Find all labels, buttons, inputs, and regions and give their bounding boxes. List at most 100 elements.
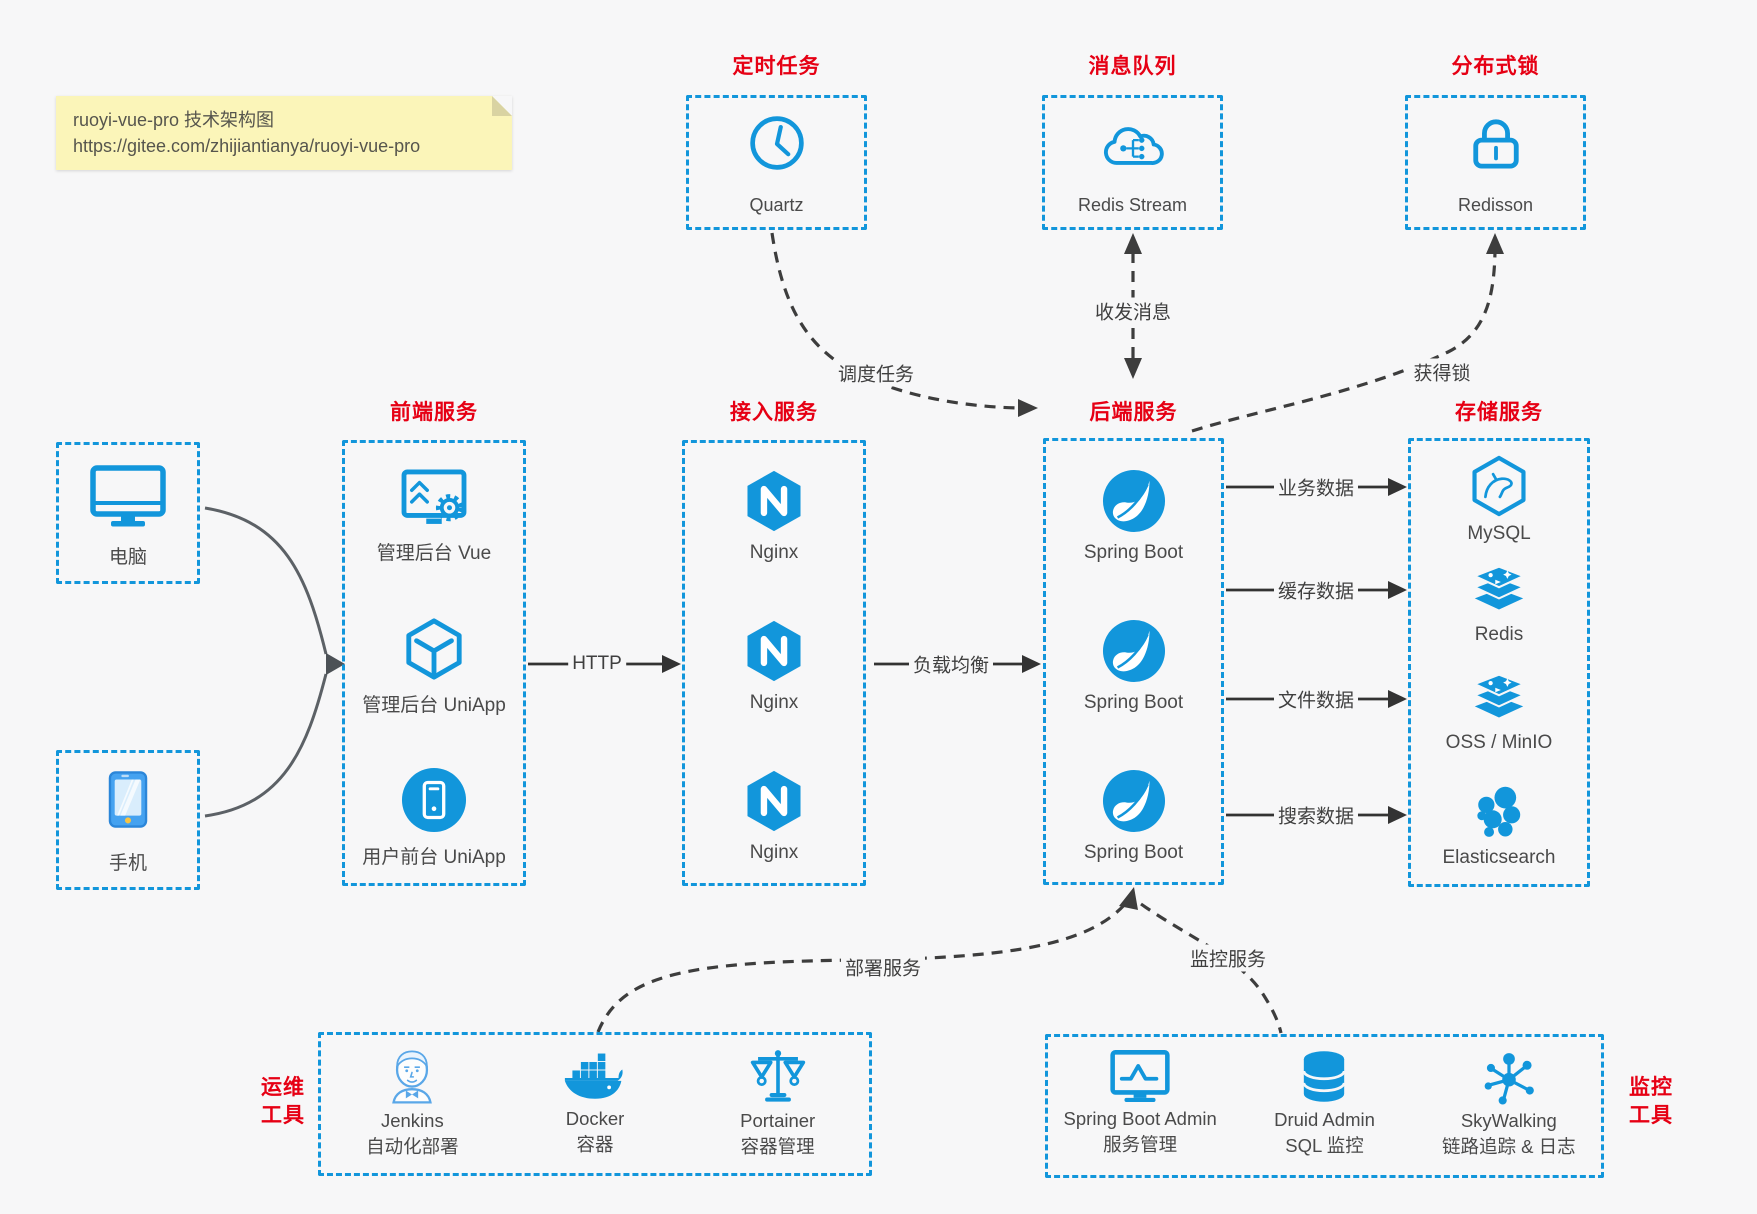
node-label: MySQL xyxy=(1467,523,1531,544)
node-label: Redisson xyxy=(1457,195,1534,215)
node-label: Nginx xyxy=(749,542,799,563)
group-box-scheduler: Quartz xyxy=(686,95,867,230)
node-label: Elasticsearch xyxy=(1442,847,1556,868)
node-user-uniapp: 用户前台 UniApp xyxy=(345,767,523,869)
node-label: Druid Admin xyxy=(1274,1109,1375,1130)
dashed-arrowheads xyxy=(1018,233,1504,910)
node-label: Portainer xyxy=(740,1110,816,1131)
title-scheduler: 定时任务 xyxy=(732,55,821,78)
node-label: SkyWalking xyxy=(1460,1110,1557,1131)
node-label: Spring Boot xyxy=(1083,842,1184,863)
edge-label-deploy-service: 部署服务 xyxy=(840,953,926,981)
nginx-icon xyxy=(744,619,804,683)
group-box-monitor: Spring Boot Admin 服务管理 Druid Admin SQL 监… xyxy=(1045,1034,1604,1178)
edge-label-cache-data: 缓存数据 xyxy=(1273,576,1359,604)
node-springboot-1: Spring Boot xyxy=(1046,469,1221,564)
nginx-icon xyxy=(744,769,804,833)
clock-icon xyxy=(747,113,807,173)
sticky-note: ruoyi-vue-pro 技术架构图 https://gitee.com/zh… xyxy=(56,96,512,170)
client-curves xyxy=(204,506,328,818)
node-label: Spring Boot Admin xyxy=(1063,1108,1217,1129)
node-desc: 容器管理 xyxy=(740,1136,815,1157)
edge-label-search-data: 搜索数据 xyxy=(1273,801,1359,829)
title-backend: 后端服务 xyxy=(1089,401,1178,424)
node-mysql: MySQL xyxy=(1411,455,1587,545)
group-box-lock: Redisson xyxy=(1405,95,1586,230)
database-icon xyxy=(1298,1049,1350,1104)
node-desc: 链路追踪 & 日志 xyxy=(1442,1136,1576,1157)
node-label: Nginx xyxy=(749,842,799,863)
cube-icon xyxy=(402,617,466,681)
node-oss-minio: OSS / MinIO xyxy=(1411,671,1587,754)
node-label: 电脑 xyxy=(108,547,147,568)
node-label: Spring Boot xyxy=(1083,692,1184,713)
node-skywalking: SkyWalking 链路追踪 & 日志 xyxy=(1417,1049,1601,1175)
docker-icon xyxy=(563,1053,627,1103)
node-desc: 服务管理 xyxy=(1103,1134,1178,1155)
spring-boot-icon xyxy=(1102,469,1166,533)
node-elasticsearch: Elasticsearch xyxy=(1411,785,1587,869)
cloud-stream-icon xyxy=(1100,119,1166,170)
title-lock: 分布式锁 xyxy=(1451,55,1540,78)
edge-label-monitor-service: 监控服务 xyxy=(1185,944,1271,972)
node-desc: SQL 监控 xyxy=(1285,1135,1364,1156)
node-label: 用户前台 UniApp xyxy=(362,847,506,868)
elasticsearch-icon xyxy=(1471,785,1527,841)
edge-label-load-balance: 负载均衡 xyxy=(908,650,994,678)
edge-label-acquire-lock: 获得锁 xyxy=(1409,358,1475,386)
node-label: Redis xyxy=(1474,624,1524,645)
node-desc: 自动化部署 xyxy=(366,1136,459,1157)
node-docker: Docker 容器 xyxy=(504,1047,687,1173)
node-admin-uniapp: 管理后台 UniApp xyxy=(345,617,523,717)
node-portainer: Portainer 容器管理 xyxy=(686,1047,869,1173)
node-spring-boot-admin: Spring Boot Admin 服务管理 xyxy=(1048,1049,1232,1175)
node-nginx-2: Nginx xyxy=(685,619,863,714)
edge-label-file-data: 文件数据 xyxy=(1273,685,1359,713)
node-nginx-3: Nginx xyxy=(685,769,863,864)
node-label: Spring Boot xyxy=(1083,542,1184,563)
client-box-pc: 电脑 xyxy=(56,442,200,584)
node-label: Redis Stream xyxy=(1077,195,1188,215)
client-box-mobile: 手机 xyxy=(56,750,200,890)
group-box-storage: MySQL Redis OSS / MinIO Elasticsearch xyxy=(1408,438,1590,887)
node-druid-admin: Druid Admin SQL 监控 xyxy=(1232,1049,1416,1175)
node-springboot-2: Spring Boot xyxy=(1046,619,1221,714)
group-box-frontend: 管理后台 Vue 管理后台 UniApp 用户前台 UniApp xyxy=(342,440,526,886)
note-url: https://gitee.com/zhijiantianya/ruoyi-vu… xyxy=(73,136,421,156)
title-monitor: 监控 工具 xyxy=(1629,1076,1673,1127)
title-mq: 消息队列 xyxy=(1088,55,1177,78)
node-label: 管理后台 Vue xyxy=(376,543,492,564)
note-title: ruoyi-vue-pro 技术架构图 xyxy=(73,110,275,130)
spring-boot-icon xyxy=(1102,619,1166,683)
app-circle-icon xyxy=(401,767,467,833)
node-nginx-1: Nginx xyxy=(685,469,863,564)
edge-label-business-data: 业务数据 xyxy=(1273,473,1359,501)
jenkins-icon xyxy=(386,1047,438,1105)
title-gateway: 接入服务 xyxy=(730,401,818,424)
node-desc: 容器 xyxy=(576,1134,614,1155)
spring-boot-icon xyxy=(1102,769,1166,833)
node-jenkins: Jenkins 自动化部署 xyxy=(321,1047,504,1173)
node-springboot-3: Spring Boot xyxy=(1046,769,1221,864)
edge-label-schedule-task: 调度任务 xyxy=(833,359,919,387)
node-label: OSS / MinIO xyxy=(1445,732,1553,753)
skywalking-icon xyxy=(1481,1049,1537,1105)
storage-stack-icon xyxy=(1469,671,1529,725)
nginx-icon xyxy=(744,469,804,533)
portainer-icon xyxy=(749,1047,807,1105)
redis-icon xyxy=(1469,563,1529,617)
node-label: 管理后台 UniApp xyxy=(362,695,506,716)
title-storage: 存储服务 xyxy=(1455,401,1543,424)
padlock-icon xyxy=(1469,113,1523,173)
mysql-icon xyxy=(1470,455,1528,517)
desktop-icon xyxy=(90,465,166,529)
client-arrowhead xyxy=(326,653,345,675)
node-admin-vue: 管理后台 Vue xyxy=(345,469,523,565)
node-label: Quartz xyxy=(749,195,804,215)
node-label: Nginx xyxy=(749,692,799,713)
group-box-devops: Jenkins 自动化部署 Docker 容器 Portainer 容器管理 xyxy=(318,1032,872,1176)
group-box-gateway: Nginx Nginx Nginx xyxy=(682,440,866,886)
node-redis: Redis xyxy=(1411,563,1587,646)
admin-vue-icon xyxy=(399,469,469,529)
